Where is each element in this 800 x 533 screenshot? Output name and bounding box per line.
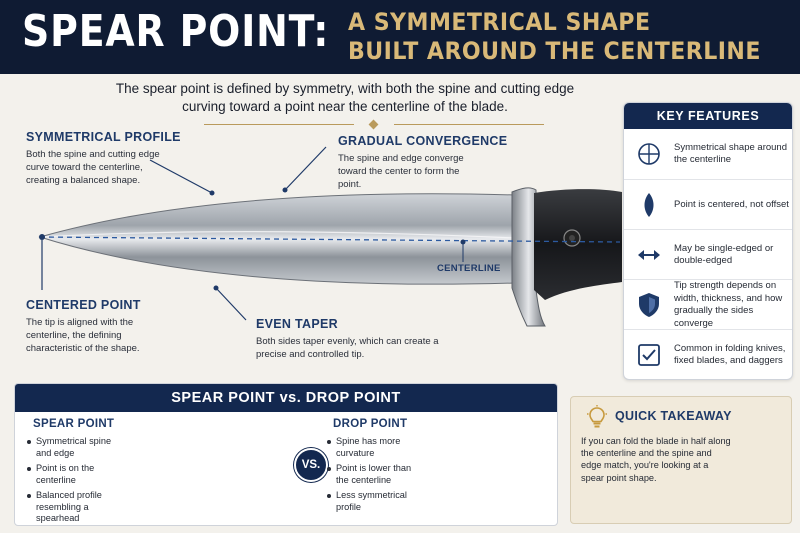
takeaway-text: If you can fold the blade in half along … — [581, 436, 731, 483]
subtitle-line-1: A SYMMETRICAL SHAPE — [348, 8, 651, 36]
key-features-panel: KEY FEATURES Symmetrical shape around th… — [623, 102, 793, 380]
double-arrow-icon — [638, 250, 660, 260]
vs-badge: VS. — [294, 448, 328, 482]
feature-text: Common in folding knives, fixed blades, … — [674, 342, 786, 367]
callout-text: Both the spine and cutting edge curve to… — [26, 149, 160, 186]
leader-even-taper — [215, 287, 247, 321]
list-item: Point is lower than the centerline — [327, 463, 415, 486]
crosshair-icon — [638, 143, 660, 165]
callout-text: Both sides taper evenly, which can creat… — [256, 336, 439, 360]
callout-title: GRADUAL CONVERGENCE — [338, 134, 508, 148]
shield-icon — [639, 293, 659, 317]
callout-centered-point: CENTERED POINT The tip is aligned with t… — [26, 298, 156, 355]
checkbox-icon — [638, 344, 660, 366]
drop-point-bullets: Spine has more curvature Point is lower … — [327, 436, 415, 517]
callout-title: CENTERED POINT — [26, 298, 141, 312]
subtitle-line-2: BUILT AROUND THE CENTERLINE — [348, 37, 761, 65]
drop-point-heading: DROP POINT — [333, 418, 408, 430]
takeaway-title: QUICK TAKEAWAY — [615, 409, 732, 423]
feature-item: Tip strength depends on width, thickness… — [624, 279, 792, 329]
guard — [511, 187, 546, 327]
lightbulb-icon — [587, 405, 607, 428]
callout-even-taper: EVEN TAPER Both sides taper evenly, whic… — [256, 317, 456, 361]
feature-text: May be single-edged or double-edged — [674, 242, 774, 267]
comparison-panel: SPEAR POINT vs. DROP POINT SPEAR POINT S… — [14, 383, 558, 526]
callout-text: The tip is aligned with the centerline, … — [26, 317, 140, 354]
callout-title: EVEN TAPER — [256, 317, 338, 331]
centerline-label: CENTERLINE — [437, 263, 501, 274]
centerline-marker — [460, 239, 466, 245]
feature-item: Point is centered, not offset — [624, 179, 792, 229]
list-item: Point is on the centerline — [27, 463, 127, 486]
feature-item: Common in folding knives, fixed blades, … — [624, 329, 792, 379]
header-banner: SPEAR POINT: A SYMMETRICAL SHAPE BUILT A… — [0, 0, 800, 74]
callout-text: The spine and edge converge toward the c… — [338, 153, 464, 190]
feature-item: May be single-edged or double-edged — [624, 229, 792, 279]
feature-item: Symmetrical shape around the centerline — [624, 129, 792, 179]
callout-title: SYMMETRICAL PROFILE — [26, 130, 181, 144]
comparison-title: SPEAR POINT vs. DROP POINT — [15, 384, 557, 412]
list-item: Symmetrical spine and edge — [27, 436, 127, 459]
ornamental-divider — [204, 119, 544, 130]
list-item: Balanced profile resembling a spearhead — [27, 490, 127, 525]
list-item: Spine has more curvature — [327, 436, 415, 459]
list-item: Less symmetrical profile — [327, 490, 415, 513]
quick-takeaway-panel: QUICK TAKEAWAY If you can fold the blade… — [570, 396, 792, 524]
feature-text: Symmetrical shape around the centerline — [674, 141, 787, 166]
intro-text: The spear point is defined by symmetry, … — [115, 81, 575, 114]
callout-symmetrical-profile: SYMMETRICAL PROFILE Both the spine and c… — [26, 130, 181, 187]
tip-marker — [39, 234, 45, 240]
blade-tip-icon — [644, 193, 654, 217]
feature-text: Tip strength depends on width, thickness… — [674, 280, 783, 329]
handle — [534, 189, 622, 300]
key-features-title: KEY FEATURES — [624, 103, 792, 129]
centerline — [39, 236, 621, 243]
spear-point-bullets: Symmetrical spine and edge Point is on t… — [27, 436, 127, 525]
callout-gradual-convergence: GRADUAL CONVERGENCE The spine and edge c… — [338, 134, 508, 191]
page-subtitle: A SYMMETRICAL SHAPE BUILT AROUND THE CEN… — [348, 8, 761, 66]
page-title: SPEAR POINT: — [22, 6, 330, 57]
leader-gradual-convergence — [284, 146, 327, 191]
feature-text: Point is centered, not offset — [674, 198, 789, 210]
spear-point-heading: SPEAR POINT — [33, 418, 115, 430]
